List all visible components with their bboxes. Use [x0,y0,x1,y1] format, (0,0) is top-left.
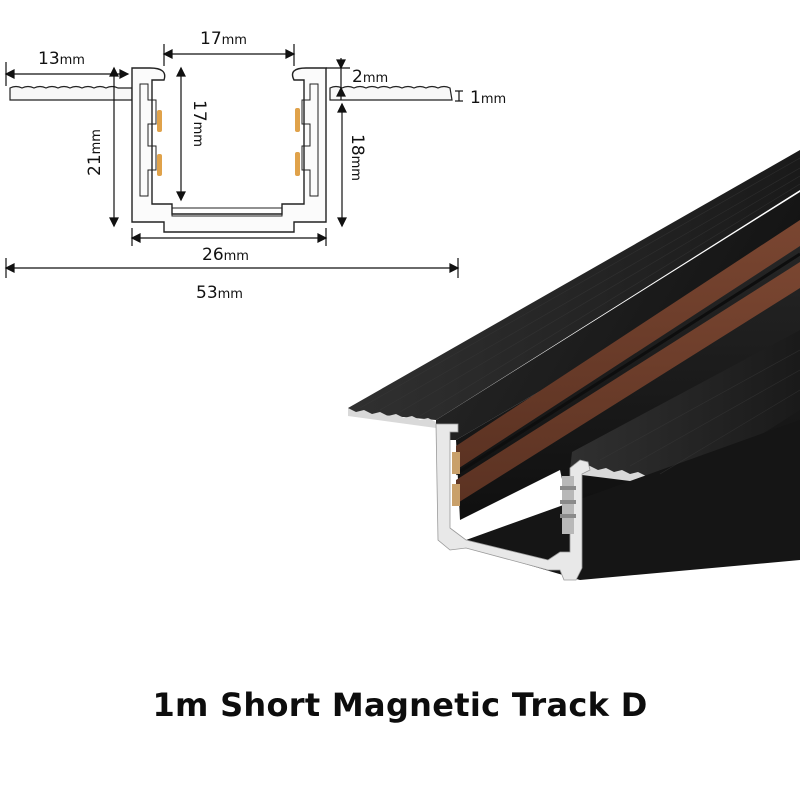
right-flange [329,85,453,101]
inner-insert [171,207,283,217]
channel-floor [466,420,800,580]
product-title: 1m Short Magnetic Track D [152,686,648,724]
brushed-texture [359,157,800,475]
left-flange-edge [348,408,436,428]
left-wall-top [436,192,800,440]
dim-total-height-label: 21mm [85,129,105,176]
copper-strip-upper [456,220,800,470]
contact-right-lower [295,152,300,176]
end-face-contacts [452,452,576,534]
track-render [348,150,800,581]
u-profile-outline [131,67,327,233]
left-rail [139,83,157,197]
dim-flange-thick-label: 1mm [470,88,506,108]
dim-inner-top-label: 17mm [200,29,247,49]
dim-flange-width-label: 13mm [38,49,85,69]
dim-body-width-label: 26mm [202,245,249,265]
copper-strip-lower [456,262,800,504]
right-rail [301,83,319,197]
cross-section-drawing: 13mm 17mm 2mm 1mm 21mm 17mm 18mm 26mm 53… [4,29,506,303]
dim-lip-label: 2mm [352,67,388,87]
left-flange [9,85,133,101]
contact-right-upper [295,108,300,132]
right-flange-surface [570,330,800,486]
dim-inner-height-label: 17mm [189,100,209,147]
dimension-lines [4,44,463,278]
dim-outer-height-label: 18mm [347,134,367,181]
aluminium-end-face [435,423,591,581]
contact-left-upper [157,110,162,132]
contact-left-lower [157,154,162,176]
left-flange-surface [348,150,800,420]
dim-total-width-label: 53mm [196,283,243,303]
